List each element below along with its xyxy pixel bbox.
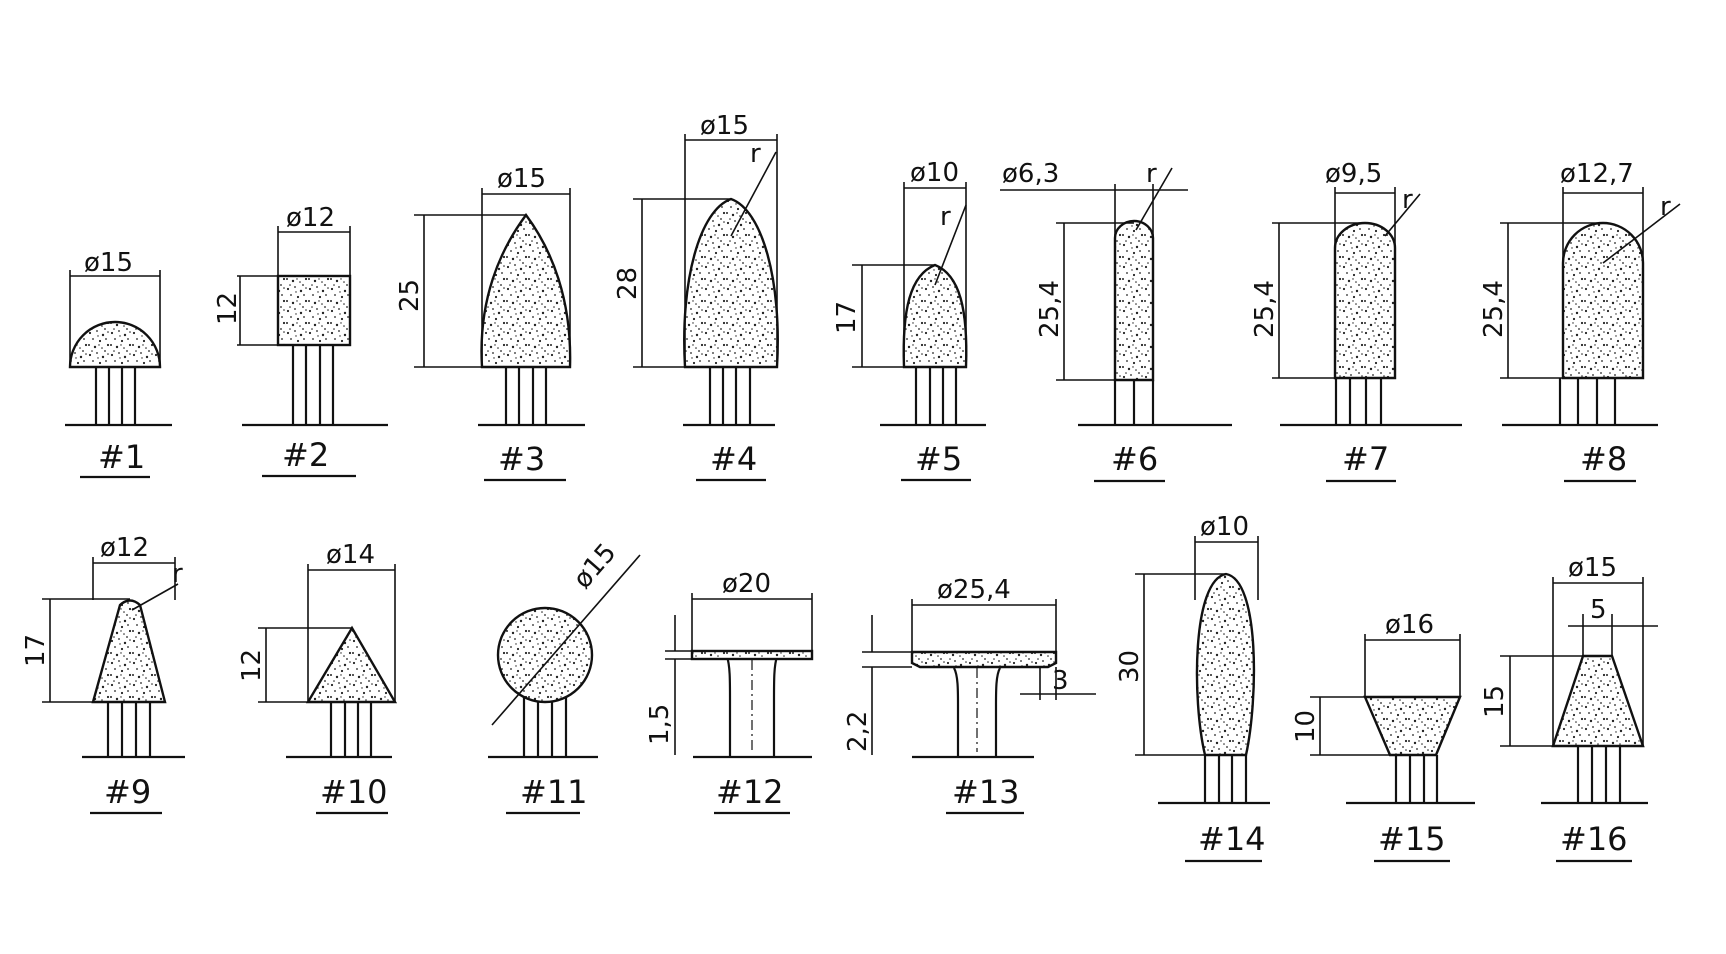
- dim-6-h: 25,4: [1035, 280, 1065, 338]
- dim-16-top: 5: [1590, 595, 1607, 625]
- dim-3-h: 25: [395, 279, 425, 312]
- dim-7-r: r: [1402, 185, 1413, 215]
- stone-9: ø12 17 r #9: [21, 533, 185, 815]
- stone-3: ø15 25 #3: [395, 164, 585, 482]
- dim-10-dia: ø14: [326, 540, 375, 570]
- label-11: #11: [520, 773, 588, 811]
- dim-8-r: r: [1660, 192, 1671, 222]
- label-4: #4: [710, 440, 757, 478]
- dim-9-r: r: [172, 559, 183, 589]
- stone-5: ø10 17 r #5: [832, 158, 986, 482]
- dim-2-dia: ø12: [286, 203, 335, 233]
- stone-14: ø10 30 #14: [1115, 512, 1270, 863]
- dim-15-h: 10: [1291, 710, 1321, 743]
- dim-11-dia: ø15: [568, 538, 623, 595]
- dim-13-h: 2,2: [843, 711, 873, 752]
- dim-14-dia: ø10: [1200, 512, 1249, 542]
- dim-9-h: 17: [21, 634, 51, 667]
- dim-13-w: 3: [1052, 666, 1069, 696]
- dim-15-dia: ø16: [1385, 610, 1434, 640]
- label-6: #6: [1111, 440, 1158, 478]
- label-7: #7: [1342, 440, 1389, 478]
- dim-5-h: 17: [832, 301, 862, 334]
- dim-8-dia: ø12,7: [1560, 159, 1634, 189]
- label-2: #2: [282, 436, 329, 474]
- stone-10: ø14 12 #10: [237, 540, 398, 815]
- label-9: #9: [104, 773, 151, 811]
- dim-16-dia: ø15: [1568, 553, 1617, 583]
- dim-2-h: 12: [213, 292, 243, 325]
- label-8: #8: [1580, 440, 1627, 478]
- dim-5-dia: ø10: [910, 158, 959, 188]
- stone-1: ø15 #1: [65, 248, 172, 479]
- stone-13: ø25,4 2,2 3 #13: [843, 575, 1096, 815]
- stone-2: ø12 12 #2: [213, 203, 388, 478]
- label-14: #14: [1198, 820, 1266, 858]
- dim-5-r: r: [940, 202, 951, 232]
- label-5: #5: [915, 440, 962, 478]
- label-16: #16: [1560, 820, 1628, 858]
- label-10: #10: [320, 773, 388, 811]
- dim-8-h: 25,4: [1479, 280, 1509, 338]
- label-15: #15: [1378, 820, 1446, 858]
- stone-4: ø15 28 r #4: [613, 111, 779, 482]
- label-3: #3: [498, 440, 545, 478]
- dim-3-dia: ø15: [497, 164, 546, 194]
- label-1: #1: [98, 438, 145, 476]
- dim-7-h: 25,4: [1250, 280, 1280, 338]
- stone-7: ø9,5 25,4 r #7: [1250, 159, 1462, 483]
- dim-6-dia: ø6,3: [1002, 159, 1059, 189]
- label-12: #12: [716, 773, 784, 811]
- dim-1-dia: ø15: [84, 248, 133, 278]
- dim-10-h: 12: [237, 649, 267, 682]
- dim-6-r: r: [1146, 159, 1157, 189]
- stone-8: ø12,7 25,4 r #8: [1479, 159, 1681, 483]
- dim-13-dia: ø25,4: [937, 575, 1011, 605]
- dim-9-dia: ø12: [100, 533, 149, 563]
- dim-4-r: r: [750, 139, 761, 169]
- dim-4-h: 28: [613, 267, 643, 300]
- stone-11: ø15 #11: [488, 538, 641, 815]
- dim-14-h: 30: [1115, 650, 1145, 683]
- stone-6: ø6,3 25,4 r #6: [1000, 159, 1232, 483]
- dim-12-dia: ø20: [722, 569, 771, 599]
- dim-12-h: 1,5: [645, 704, 675, 745]
- dim-16-h: 15: [1480, 685, 1510, 718]
- stone-15: ø16 10 #15: [1291, 610, 1475, 863]
- dim-7-dia: ø9,5: [1325, 159, 1382, 189]
- dim-4-dia: ø15: [700, 111, 749, 141]
- stone-16: ø15 5 15 #16: [1480, 553, 1658, 863]
- label-13: #13: [952, 773, 1020, 811]
- stone-12: ø20 1,5 #12: [645, 569, 814, 815]
